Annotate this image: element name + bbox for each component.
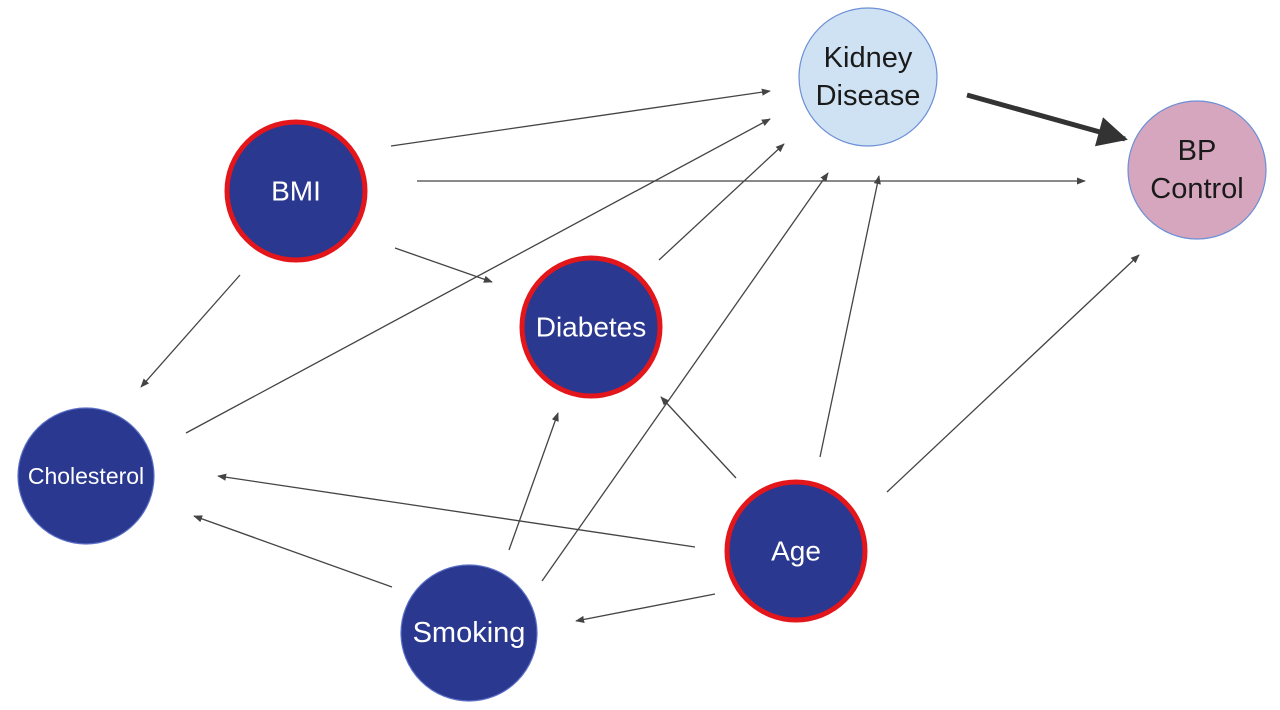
node-label-age: Age xyxy=(771,536,821,567)
node-circle-cholesterol xyxy=(17,407,155,545)
node-label-bp-line-1: BP xyxy=(1178,135,1217,167)
node-label-kidney-line-2: Disease xyxy=(816,80,921,112)
node-label-bmi: BMI xyxy=(271,176,321,207)
node-label-kidney-line-1: Kidney xyxy=(824,42,913,74)
edge-smoking-to-kidney xyxy=(541,172,829,582)
node-label-diabetes: Diabetes xyxy=(536,312,647,343)
node-circle-age xyxy=(724,479,868,623)
node-label-cholesterol: Cholesterol xyxy=(28,463,144,489)
node-label-bp-line-2: Control xyxy=(1150,173,1244,205)
node-diabetes: Diabetes xyxy=(519,255,663,399)
edge-diabetes-to-kidney xyxy=(658,143,785,261)
edge-bmi-to-cholesterol xyxy=(140,274,241,388)
edge-cholesterol-to-kidney xyxy=(185,118,771,434)
node-circle-bmi xyxy=(224,119,368,263)
edge-age-to-smoking xyxy=(575,593,716,623)
node-circle-bp xyxy=(1127,100,1267,240)
node-age: Age xyxy=(724,479,868,623)
edge-age-to-diabetes xyxy=(660,396,737,479)
edges xyxy=(140,88,1140,623)
node-smoking: Smoking xyxy=(400,564,538,702)
node-circle-smoking xyxy=(400,564,538,702)
edge-smoking-to-diabetes xyxy=(508,412,559,551)
node-circle-diabetes xyxy=(519,255,663,399)
node-label-smoking: Smoking xyxy=(413,617,526,649)
edge-age-to-kidney xyxy=(819,175,881,458)
edge-age-to-cholesterol xyxy=(217,473,696,548)
node-circle-kidney xyxy=(798,7,938,147)
node-bp: BP Control xyxy=(1127,100,1267,240)
node-bmi: BMI xyxy=(224,119,368,263)
edge-kidney-to-bp xyxy=(966,92,1128,147)
edge-age-to-bp xyxy=(886,254,1140,493)
edge-bmi-to-kidney xyxy=(390,88,771,147)
node-cholesterol: Cholesterol xyxy=(17,407,155,545)
edge-bmi-to-diabetes xyxy=(394,247,493,283)
edge-smoking-to-cholesterol xyxy=(193,515,393,588)
